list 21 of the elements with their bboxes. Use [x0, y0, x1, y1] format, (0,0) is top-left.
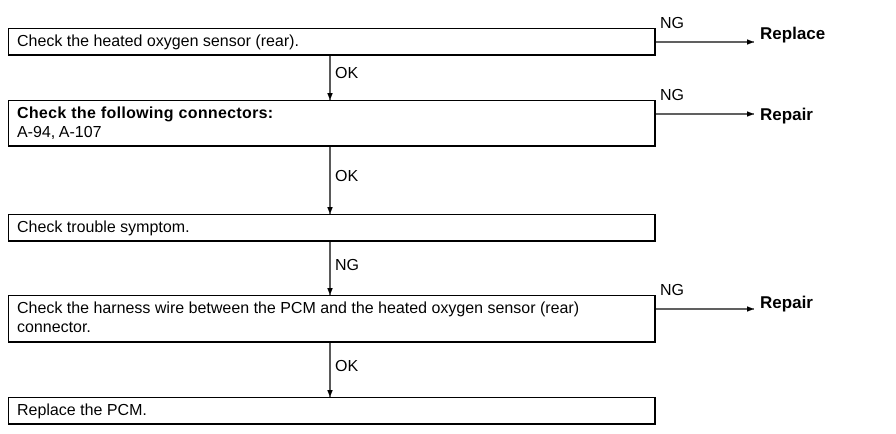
result-text: Repair — [760, 105, 860, 127]
process-box — [8, 295, 656, 343]
box-text: A-94, A-107 — [17, 123, 102, 142]
arrow — [656, 111, 754, 117]
box-text: Check trouble symptom. — [17, 218, 191, 237]
box-text: Check the heated oxygen sensor (rear). — [17, 32, 300, 51]
arrow — [656, 306, 754, 312]
process-box — [8, 397, 656, 425]
process-box — [8, 100, 656, 147]
arrow — [327, 146, 333, 214]
arrow — [656, 39, 754, 45]
box-heading: Check the following connectors: — [17, 104, 274, 123]
arrow — [327, 343, 333, 397]
result-text: Repair — [760, 293, 860, 315]
result-text: Replace — [760, 24, 880, 46]
process-box — [8, 214, 656, 242]
box-text: Replace the PCM. — [17, 401, 148, 420]
arrow — [327, 242, 333, 295]
arrow — [327, 54, 333, 100]
process-box — [8, 28, 656, 56]
box-text: Check the harness wire between the PCM and the heated oxygen sensor (rear) connector. — [17, 299, 580, 337]
